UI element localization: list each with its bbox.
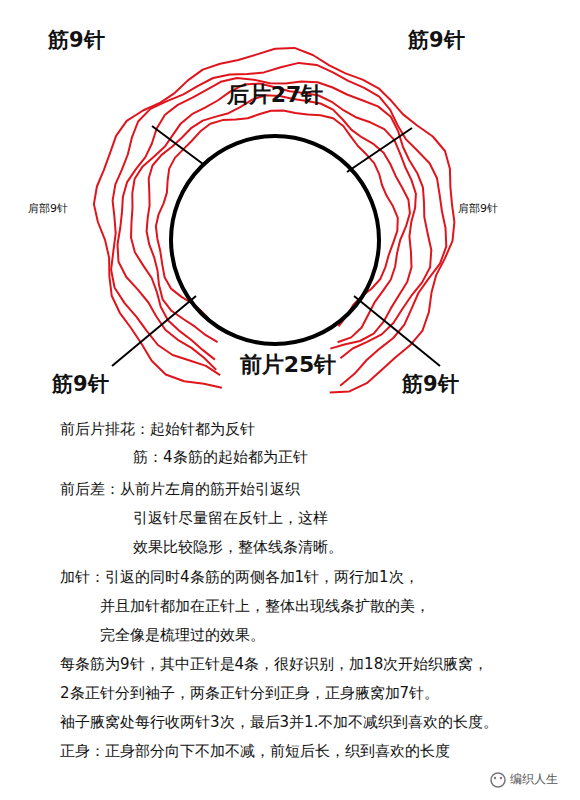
note-line: 袖子腋窝处每行收两针3次，最后3并1.不加不减织到喜欢的长度。 (60, 713, 498, 731)
rib-label: 筋9针 (52, 372, 109, 397)
shoulder-label: 肩部9针 (28, 202, 68, 215)
front-piece-label: 前片25针 (240, 352, 337, 378)
rib-label: 筋9针 (408, 28, 465, 53)
leader-line (354, 296, 440, 366)
shoulder-label: 肩部9针 (458, 202, 498, 215)
red-spiral (118, 78, 432, 370)
red-spiral-strokes (94, 48, 455, 393)
note-line: 前后片排花：起始针都为反针 (60, 420, 255, 438)
back-piece-label: 后片27针 (227, 82, 324, 108)
rib-label: 筋9针 (48, 28, 105, 53)
note-line: 前后差：从前片左肩的筋开始引返织 (60, 480, 300, 498)
note-line: 2条正针分到袖子，两条正针分到正身，正身腋窝加7针。 (60, 684, 439, 702)
note-line: 筋：4条筋的起始都为正针 (133, 448, 308, 466)
note-line: 加针：引返的同时4条筋的两侧各加1针，两行加1次， (60, 568, 419, 586)
leader-line (347, 128, 412, 172)
note-line: 并且加针都加在正针上，整体出现线条扩散的美， (100, 597, 430, 615)
leader-line (152, 126, 203, 164)
note-line: 引返针尽量留在反针上，这样 (133, 509, 328, 527)
red-spiral (131, 84, 416, 360)
note-line: 正身：正身部分向下不加不减，前短后长，织到喜欢的长度 (60, 742, 450, 760)
neck-circle (171, 136, 379, 344)
leader-line (112, 296, 196, 366)
red-spiral (111, 63, 446, 386)
note-line: 效果比较隐形，整体线条清晰。 (133, 538, 343, 556)
note-line: 每条筋为9针，其中正针是4条，很好识别，加18次开始织腋窝， (60, 655, 488, 673)
red-spiral (94, 48, 455, 393)
watermark-icon (491, 773, 505, 787)
watermark: 编织人生 (510, 772, 558, 786)
note-line: 完全像是梳理过的效果。 (100, 626, 265, 644)
rib-label: 筋9针 (402, 372, 459, 397)
